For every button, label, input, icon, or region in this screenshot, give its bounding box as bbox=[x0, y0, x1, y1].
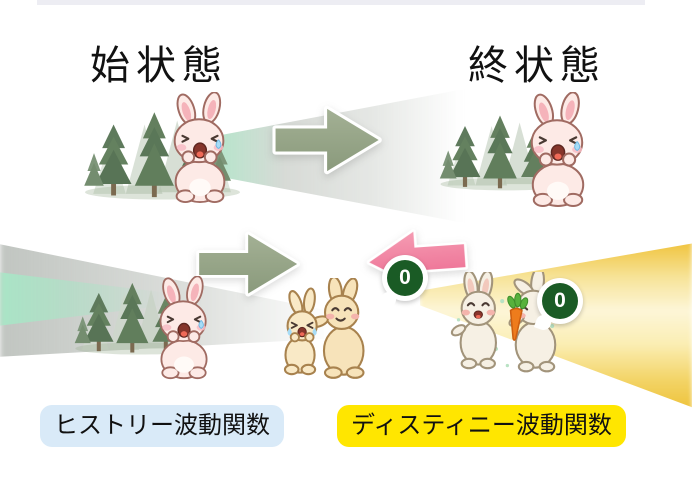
zero-badge: 0 bbox=[537, 278, 583, 324]
top-accent-bar bbox=[37, 0, 645, 5]
history-wave-function-label: ヒストリー波動関数 bbox=[40, 405, 284, 447]
zero-badge-count: 0 bbox=[387, 260, 423, 296]
initial-state-heading: 始状態 bbox=[90, 44, 228, 88]
final-state-heading: 終状態 bbox=[468, 44, 606, 88]
crying-rabbit-icon bbox=[508, 92, 608, 208]
destiny-wave-function-label: ディスティニー波動関数 bbox=[337, 405, 626, 447]
crying-rabbit-icon bbox=[152, 92, 248, 204]
crying-rabbit-icon bbox=[140, 276, 228, 380]
forward-arrow-icon bbox=[266, 100, 390, 180]
zero-badge: 0 bbox=[382, 255, 428, 301]
zero-badge-count: 0 bbox=[542, 283, 578, 319]
comforting-rabbits-icon bbox=[283, 278, 365, 379]
